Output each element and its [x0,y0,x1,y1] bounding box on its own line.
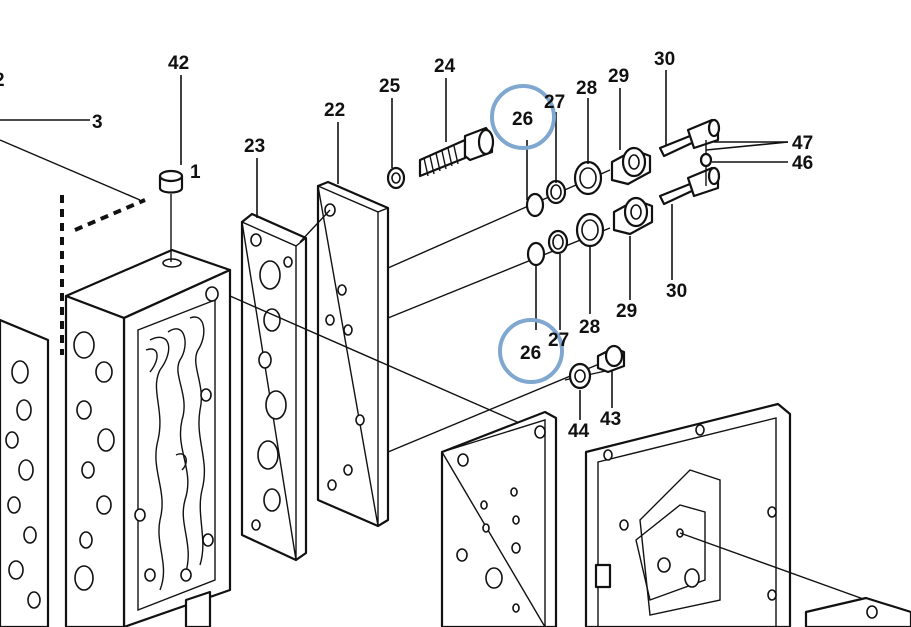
lower-gasket [440,410,558,627]
plug-part-42 [158,169,184,194]
lower-housing-cover [584,402,792,627]
label-23: 23 [244,136,265,157]
label-47: 47 [792,133,813,154]
bolt-part-24 [418,126,495,178]
highlight-circle-26-lower [498,318,564,384]
valve-body [64,248,232,627]
label-44: 44 [568,421,590,442]
label-28-lower: 28 [579,317,600,338]
pin-part-30-upper [658,118,721,158]
label-43: 43 [600,409,621,430]
label-27-upper: 27 [544,92,565,113]
o-ring-part-26-lower [526,241,546,267]
label-29-lower: 29 [616,301,637,322]
highlight-circle-26-upper [490,84,556,150]
washer-part-25 [386,166,406,190]
label-26-upper: 26 [512,109,533,130]
washer-part-44 [568,362,592,390]
fitting-part-29-upper [610,146,652,186]
label-2: 2 [0,70,5,91]
label-26-lower: 26 [520,343,541,364]
gasket-part-23 [240,212,308,562]
plate-part-22 [316,180,390,528]
plug-part-43 [596,344,626,374]
label-42: 42 [168,53,189,74]
ring-part-28-lower [575,212,605,248]
back-plate [0,318,50,627]
label-3: 3 [92,112,103,133]
fitting-part-29-lower [612,196,654,236]
label-1: 1 [190,162,201,183]
ring-part-28-upper [573,160,603,196]
label-30-lower: 30 [666,281,687,302]
label-28-upper: 28 [576,78,597,99]
label-46: 46 [792,153,813,174]
bottom-right-fitting [804,596,911,627]
label-27-lower: 27 [548,330,569,351]
label-22: 22 [324,100,345,121]
pin-part-30-lower [658,166,721,206]
label-30-upper: 30 [654,49,675,70]
ring-part-27-lower [547,229,569,255]
clip-part-47-46 [699,140,713,186]
o-ring-part-26-upper [525,192,545,218]
label-25: 25 [379,76,401,97]
label-24: 24 [434,56,456,77]
label-29-upper: 29 [608,66,629,87]
ring-part-27-upper [545,179,567,205]
